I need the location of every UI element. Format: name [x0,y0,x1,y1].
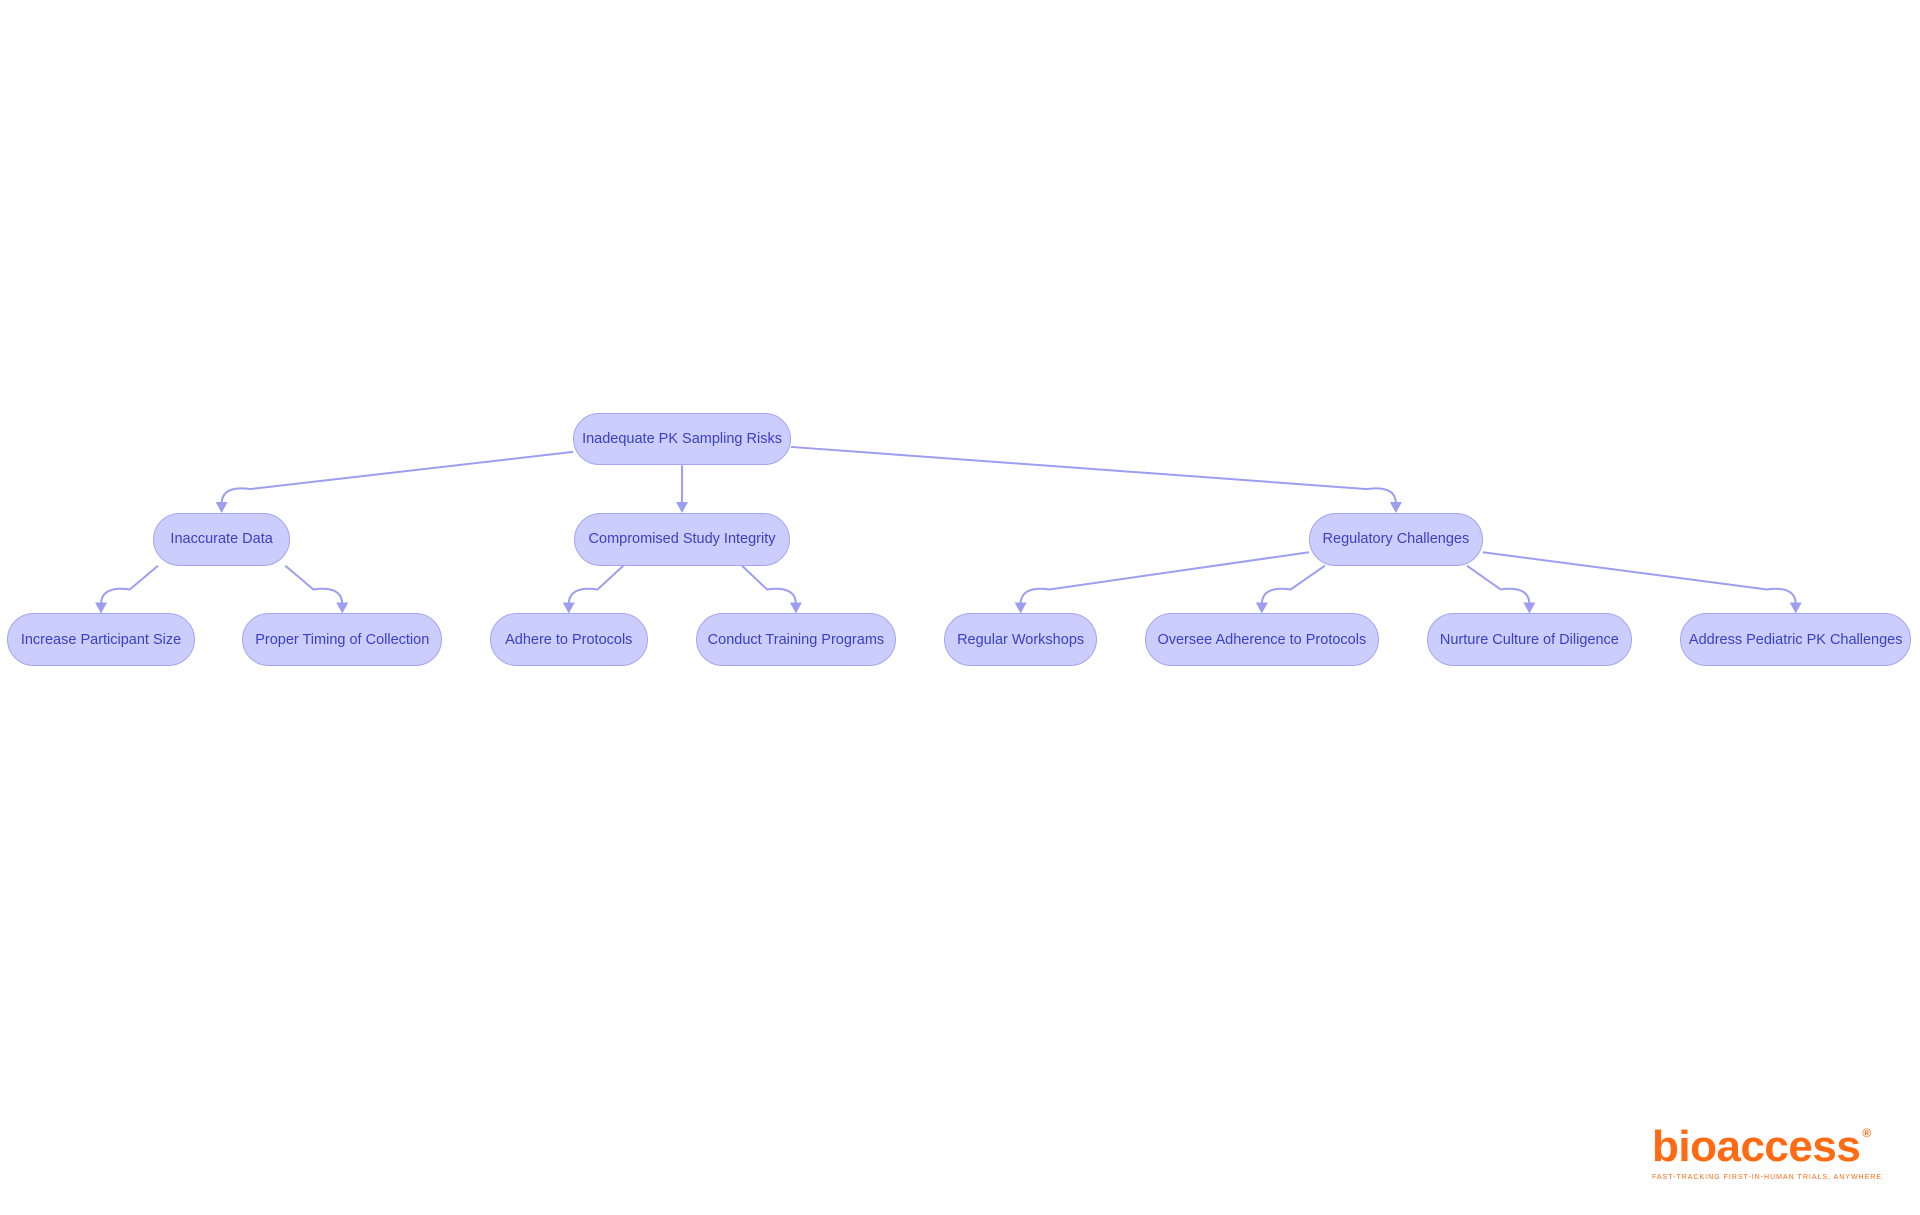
edge-regulatory-pediatric [1482,551,1797,605]
arrowhead-icon [789,602,802,614]
node-training: Conduct Training Programs [695,613,897,667]
arrowhead-icon [1389,502,1402,514]
logo-wordmark: bioaccess [1652,1122,1861,1171]
logo-tagline: FAST-TRACKING FIRST-IN-HUMAN TRIALS, ANY… [1652,1174,1883,1181]
arrowhead-icon [1523,602,1536,614]
node-oversee: Oversee Adherence to Protocols [1144,613,1379,667]
bioaccess-logo: bioaccess ® FAST-TRACKING FIRST-IN-HUMAN… [1652,1124,1882,1182]
arrowhead-icon [1789,602,1802,614]
node-inaccurate: Inaccurate Data [153,513,291,566]
arrowhead-icon [1255,602,1268,614]
arrowhead-icon [562,602,575,614]
edge-compromised-training [741,564,797,605]
edge-root-inaccurate [220,450,574,505]
node-nurture: Nurture Culture of Diligence [1426,613,1633,667]
node-timing: Proper Timing of Collection [242,613,443,667]
arrowhead-icon [676,502,689,514]
node-workshops: Regular Workshops [944,613,1098,667]
edge-inaccurate-increase [100,564,159,605]
node-regulatory: Regulatory Challenges [1308,513,1483,566]
edge-regulatory-workshops [1019,551,1310,605]
node-pediatric: Address Pediatric PK Challenges [1680,613,1912,667]
node-adhere: Adhere to Protocols [489,613,648,667]
node-root: Inadequate PK Sampling Risks [573,412,791,466]
arrowhead-icon [1014,602,1027,614]
arrowhead-icon [336,602,349,614]
edge-regulatory-nurture [1466,564,1531,605]
edge-compromised-adhere [567,564,624,605]
arrowhead-icon [95,602,108,614]
edge-inaccurate-timing [284,564,344,605]
node-compromised: Compromised Study Integrity [574,513,790,566]
node-increase: Increase Participant Size [7,613,195,667]
edge-root-regulatory [790,445,1397,505]
logo-row: bioaccess ® [1652,1124,1882,1170]
arrowhead-icon [215,502,228,514]
edge-regulatory-oversee [1260,564,1326,605]
registered-mark: ® [1862,1126,1872,1140]
